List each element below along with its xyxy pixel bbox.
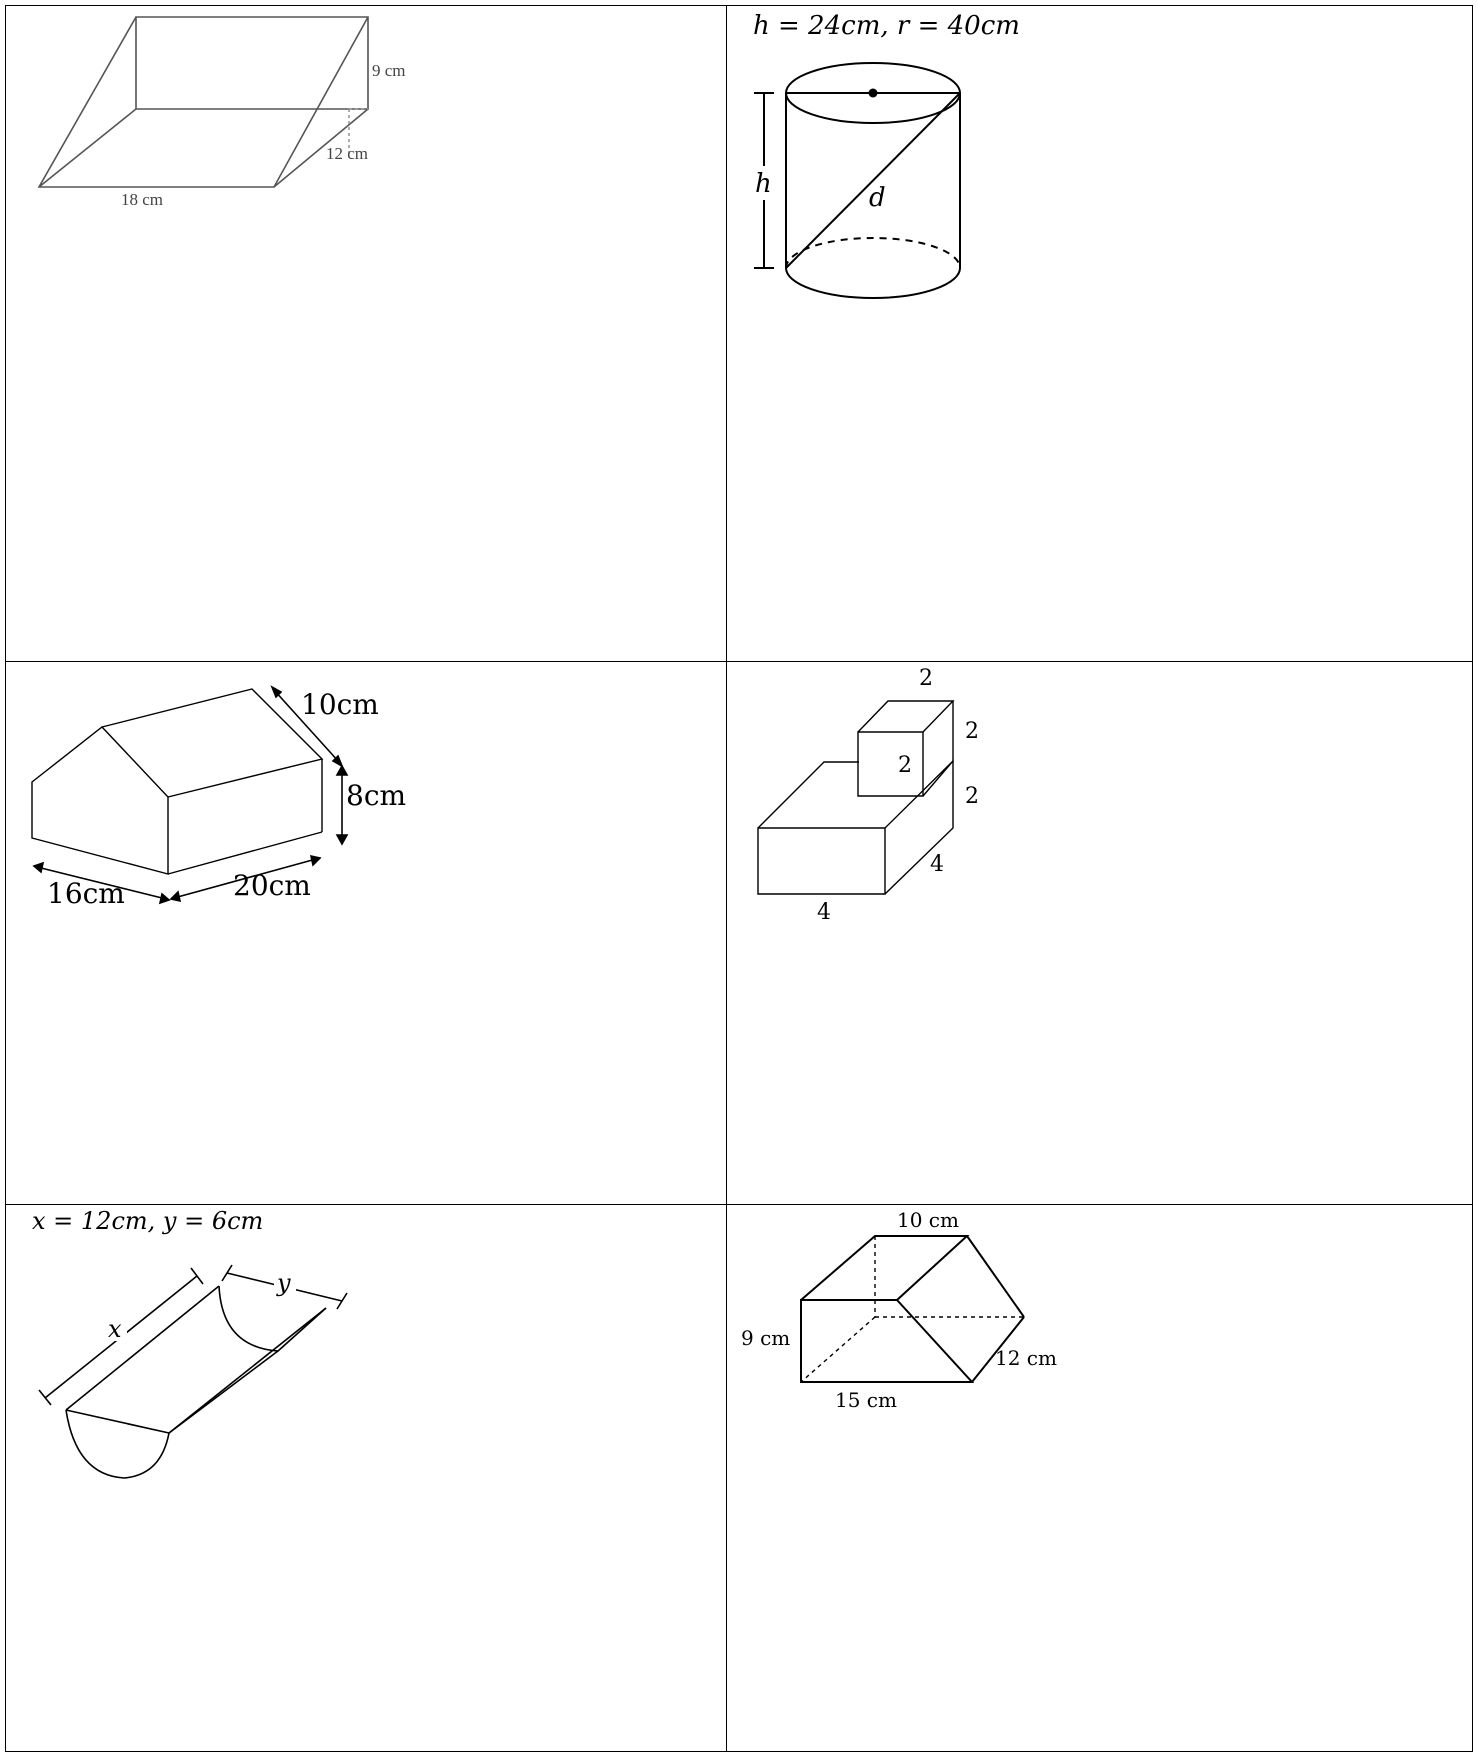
- y-label: y: [276, 1269, 291, 1297]
- x-label: x: [108, 1315, 122, 1343]
- problem-cell-2: h = 24cm, r = 40cm h d: [726, 5, 1473, 663]
- stacked-blocks-figure: 2 2 2 2 4 4: [757, 666, 979, 925]
- height-label: 9 cm: [372, 61, 406, 80]
- top-label: 10 cm: [897, 1208, 959, 1232]
- base-label: 18 cm: [121, 190, 163, 209]
- slant-label: 10cm: [301, 688, 379, 721]
- given-values: h = 24cm, r = 40cm: [753, 11, 1020, 41]
- h-label: h: [755, 169, 772, 199]
- depth-label: 4: [930, 852, 944, 877]
- problem-cell-1: 9 cm 12 cm 18 cm: [5, 5, 728, 663]
- problem-cell-5: x = 12cm, y = 6cm x y: [5, 1204, 728, 1752]
- trapezoidal-prism-figure-2: 10 cm 9 cm 12 cm 15 cm: [741, 1208, 1057, 1412]
- front-small-label: 2: [898, 753, 912, 778]
- depth-label: 12 cm: [326, 144, 368, 163]
- d-label: d: [869, 183, 886, 213]
- problem-cell-4: 2 2 2 2 4 4: [726, 661, 1473, 1206]
- height-label: 8cm: [346, 779, 406, 812]
- problem-cell-3: 10cm 8cm 16cm 20cm: [5, 661, 728, 1206]
- house-prism-figure: 10cm 8cm 16cm 20cm: [31, 685, 406, 910]
- top-label: 2: [919, 666, 933, 691]
- width-label: 16cm: [47, 877, 125, 910]
- side-upper-label: 2: [965, 719, 979, 744]
- depth-label: 12 cm: [995, 1346, 1057, 1370]
- base-label: 4: [817, 900, 831, 925]
- given-values: x = 12cm, y = 6cm: [32, 1207, 263, 1235]
- cylinder-figure: h = 24cm, r = 40cm h d: [751, 11, 1020, 299]
- side-lower-label: 2: [965, 784, 979, 809]
- base-label: 15 cm: [835, 1388, 897, 1412]
- length-label: 20cm: [233, 869, 311, 902]
- trough-figure: x = 12cm, y = 6cm x y: [32, 1207, 348, 1479]
- problem-cell-6: 10 cm 9 cm 12 cm 15 cm: [726, 1204, 1473, 1752]
- trapezoidal-prism-figure: 9 cm 12 cm 18 cm: [37, 16, 406, 209]
- height-label: 9 cm: [741, 1326, 790, 1350]
